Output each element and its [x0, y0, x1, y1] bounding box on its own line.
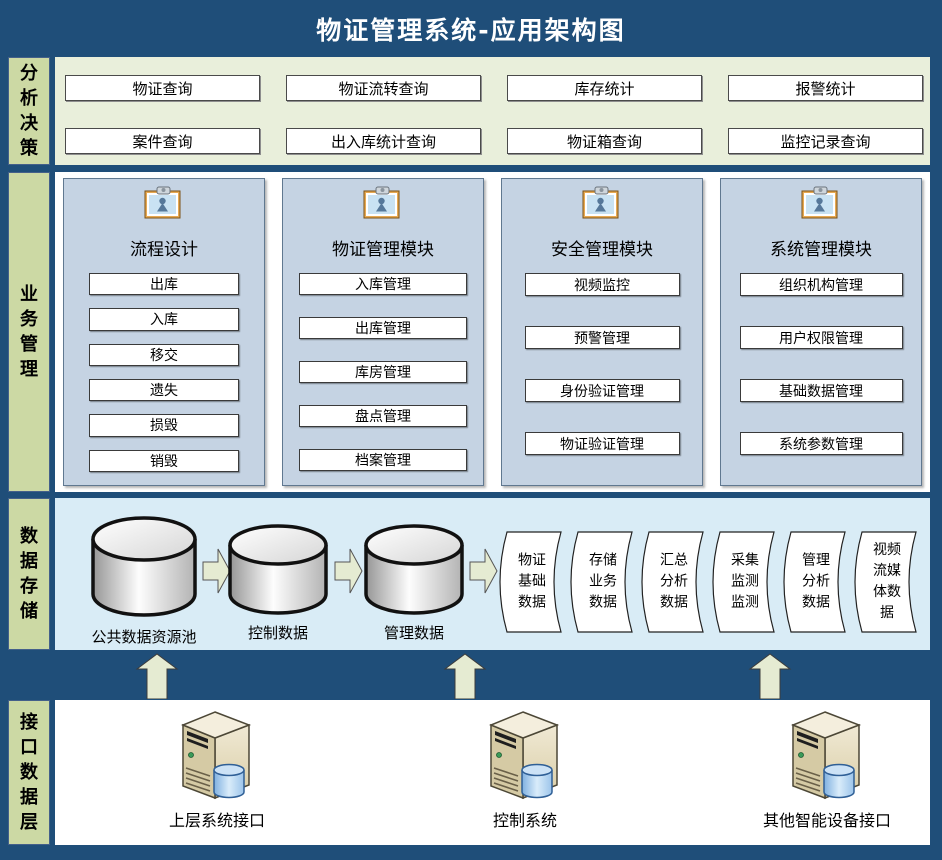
- server-icon: [485, 708, 565, 804]
- database-label: 控制数据: [247, 624, 308, 642]
- data-band-label: 视频流媒体数据: [872, 542, 901, 621]
- layer-label-interface: 接口数据层: [8, 700, 50, 845]
- data-band-label: 采集监测监测: [730, 552, 759, 611]
- database-cylinder-icon: [89, 514, 199, 625]
- data-band-video-stream: 视频流媒体数据: [852, 530, 918, 634]
- module-item: 视频监控: [524, 273, 680, 296]
- database-cylinder-icon: [362, 522, 466, 621]
- data-band-collection-monitor: 采集监测监测: [710, 530, 776, 634]
- module-item: 入库管理: [299, 273, 467, 295]
- layer-label-text: 接口数据层: [20, 711, 38, 834]
- layer-label-storage: 数据存储: [8, 498, 50, 650]
- server-control-system: 控制系统: [485, 708, 565, 831]
- server-label: 控制系统: [492, 811, 557, 830]
- module-item: 遗失: [89, 378, 239, 402]
- module-title: 流程设计: [130, 240, 198, 260]
- module-item: 物证验证管理: [524, 432, 680, 455]
- server-label: 上层系统接口: [168, 811, 266, 830]
- module-item: 身份验证管理: [524, 379, 680, 402]
- page-title: 物证管理系统-应用架构图: [316, 16, 626, 45]
- server-upper-system-interface: 上层系统接口: [169, 708, 265, 831]
- up-arrow-icon: [748, 652, 792, 703]
- analysis-box-monitor-record-query: 监控记录查询: [728, 128, 923, 154]
- server-label: 其他智能设备接口: [762, 811, 892, 830]
- clipboard-icon: [142, 186, 186, 228]
- right-arrow-icon: [201, 545, 231, 601]
- data-band-evidence-base: 物证基础数据: [497, 530, 563, 634]
- data-band-label: 存储业务数据: [588, 552, 617, 611]
- module-item: 基础数据管理: [739, 379, 903, 402]
- analysis-box-alarm-stats: 报警统计: [728, 75, 923, 101]
- data-band-label: 管理分析数据: [801, 552, 830, 611]
- module-item: 盘点管理: [299, 405, 467, 427]
- module-security-management: 安全管理模块 视频监控 预警管理 身份验证管理 物证验证管理: [501, 178, 703, 486]
- clipboard-icon: [580, 186, 624, 228]
- data-band-label: 物证基础数据: [517, 552, 546, 611]
- analysis-box-evidence-query: 物证查询: [65, 75, 260, 101]
- layer-label-text: 业务管理: [20, 283, 38, 381]
- database-control: 控制数据: [225, 522, 331, 643]
- data-band-label: 汇总分析数据: [659, 552, 688, 611]
- up-arrow-icon: [443, 652, 487, 703]
- module-title: 安全管理模块: [551, 240, 653, 260]
- module-title: 系统管理模块: [770, 240, 872, 260]
- module-item: 损毁: [89, 414, 239, 437]
- module-item: 档案管理: [299, 449, 467, 471]
- database-public-pool: 公共数据资源池: [88, 514, 200, 647]
- database-label: 管理数据: [383, 624, 444, 642]
- server-other-smart-devices: 其他智能设备接口: [763, 708, 891, 831]
- module-item: 系统参数管理: [739, 432, 903, 455]
- storage-layer-panel: 公共数据资源池 控制数据: [55, 498, 930, 650]
- module-system-management: 系统管理模块 组织机构管理 用户权限管理 基础数据管理 系统参数管理: [720, 178, 922, 486]
- module-item: 出库管理: [299, 317, 467, 339]
- analysis-box-inventory-stats: 库存统计: [507, 75, 702, 101]
- analysis-box-evidence-box-query: 物证箱查询: [507, 128, 702, 154]
- layer-label-text: 数据存储: [20, 525, 38, 623]
- module-item: 移交: [89, 343, 239, 366]
- server-icon: [177, 708, 257, 804]
- module-item: 销毁: [89, 449, 239, 472]
- right-arrow-icon: [468, 545, 498, 601]
- analysis-box-inout-stats-query: 出入库统计查询: [286, 128, 481, 154]
- data-band-storage-business: 存储业务数据: [568, 530, 634, 634]
- clipboard-icon: [361, 186, 405, 228]
- database-management: 管理数据: [361, 522, 467, 643]
- business-layer-panel: 流程设计 出库 入库 移交 遗失 损毁 销毁 物证管理模块 入库管理 出库: [55, 172, 930, 492]
- clipboard-icon: [799, 186, 843, 228]
- interface-layer-panel: 上层系统接口 控制系统: [55, 700, 930, 845]
- data-band-summary-analysis: 汇总分析数据: [639, 530, 705, 634]
- module-title: 物证管理模块: [332, 240, 434, 260]
- layer-label-business: 业务管理: [8, 172, 50, 492]
- module-item: 用户权限管理: [739, 326, 903, 349]
- module-evidence-management: 物证管理模块 入库管理 出库管理 库房管理 盘点管理 档案管理: [282, 178, 484, 486]
- module-process-design: 流程设计 出库 入库 移交 遗失 损毁 销毁: [63, 178, 265, 486]
- up-arrow-icon: [135, 652, 179, 703]
- module-item: 出库: [89, 273, 239, 296]
- database-cylinder-icon: [226, 522, 330, 621]
- server-icon: [787, 708, 867, 804]
- right-arrow-icon: [333, 545, 363, 601]
- module-item: 入库: [89, 308, 239, 331]
- module-item: 预警管理: [524, 326, 680, 349]
- analysis-box-evidence-flow-query: 物证流转查询: [286, 75, 481, 101]
- analysis-layer-panel: 物证查询 物证流转查询 库存统计 报警统计 案件查询 出入库统计查询 物证箱查询…: [55, 57, 930, 165]
- layer-label-analysis: 分析决策: [8, 57, 50, 165]
- data-band-management-analysis: 管理分析数据: [781, 530, 847, 634]
- module-item: 库房管理: [299, 361, 467, 383]
- module-item: 组织机构管理: [739, 273, 903, 296]
- database-label: 公共数据资源池: [91, 628, 197, 646]
- analysis-box-case-query: 案件查询: [65, 128, 260, 154]
- layer-label-text: 分析决策: [20, 62, 38, 160]
